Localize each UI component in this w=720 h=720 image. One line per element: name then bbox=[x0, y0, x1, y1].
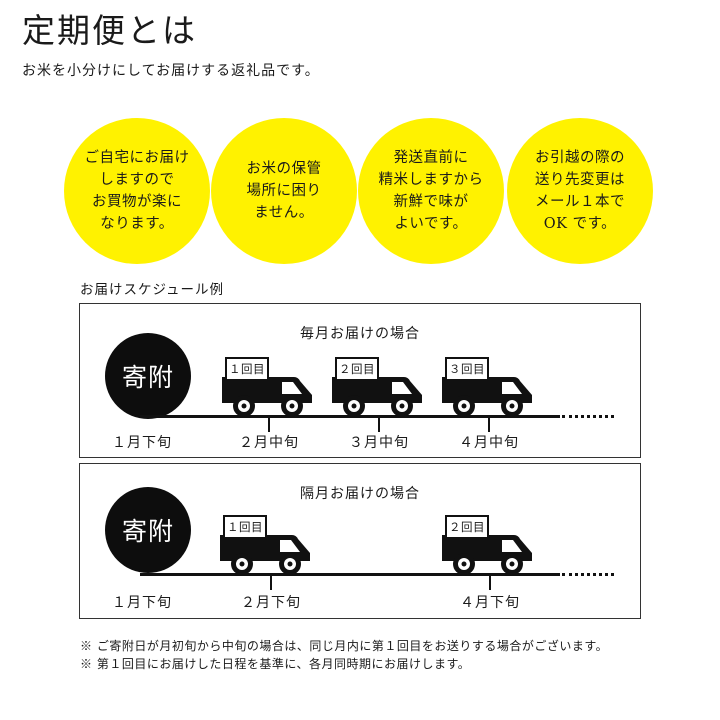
timeline-tick bbox=[489, 576, 491, 590]
benefit-circle-address-change: お引越の際の 送り先変更は メール１本で OK です。 bbox=[507, 118, 653, 264]
schedule-box-title: 毎月お届けの場合 bbox=[300, 326, 420, 342]
page-subtitle: お米を小分けにしてお届けする返礼品です。 bbox=[22, 63, 320, 79]
schedule-box-bimonthly: 隔月お届けの場合 寄附 １回目 ２回目 １月下旬 ２月下旬 ４月下旬 bbox=[79, 463, 641, 619]
donation-badge: 寄附 bbox=[105, 333, 191, 419]
timeline-continuation bbox=[562, 415, 614, 418]
timeline-tick bbox=[268, 418, 270, 432]
schedule-box-title: 隔月お届けの場合 bbox=[300, 486, 420, 502]
benefit-circle-storage: お米の保管 場所に困り ません。 bbox=[211, 118, 357, 264]
delivery-truck-icon: １回目 bbox=[222, 357, 318, 419]
delivery-truck-icon: ３回目 bbox=[442, 357, 538, 419]
donation-badge: 寄附 bbox=[105, 487, 191, 573]
truck-count-label: ２回目 bbox=[445, 515, 489, 537]
delivery-truck-icon: ２回目 bbox=[442, 515, 538, 577]
timeline-label: ２月下旬 bbox=[241, 595, 301, 611]
truck-count-label: ２回目 bbox=[335, 357, 379, 379]
timeline-label-start: １月下旬 bbox=[112, 435, 172, 451]
benefit-circle-convenience: ご自宅にお届け しますので お買物が楽に なります。 bbox=[64, 118, 210, 264]
timeline-line bbox=[140, 573, 560, 576]
timeline-label-start: １月下旬 bbox=[112, 595, 172, 611]
timeline-tick bbox=[378, 418, 380, 432]
footnote: ※ ご寄附日が月初旬から中旬の場合は、同じ月内に第１回目をお送りする場合がござい… bbox=[80, 639, 609, 653]
timeline-line bbox=[140, 415, 560, 418]
delivery-truck-icon: １回目 bbox=[220, 515, 316, 577]
schedule-box-monthly: 毎月お届けの場合 寄附 １回目 ２回目 ３回目 bbox=[79, 303, 641, 458]
schedule-label: お届けスケジュール例 bbox=[80, 282, 225, 298]
truck-count-label: １回目 bbox=[225, 357, 269, 379]
delivery-truck-icon: ２回目 bbox=[332, 357, 428, 419]
timeline-label: ２月中旬 bbox=[239, 435, 299, 451]
truck-count-label: ３回目 bbox=[445, 357, 489, 379]
truck-count-label: １回目 bbox=[223, 515, 267, 537]
page-title: 定期便とは bbox=[22, 11, 197, 50]
footnote: ※ 第１回目にお届けした日程を基準に、各月同時期にお届けします。 bbox=[80, 657, 471, 671]
timeline-label: ４月中旬 bbox=[459, 435, 519, 451]
timeline-label: ４月下旬 bbox=[460, 595, 520, 611]
timeline-continuation bbox=[562, 573, 614, 576]
timeline-tick bbox=[270, 576, 272, 590]
timeline-label: ３月中旬 bbox=[349, 435, 409, 451]
benefit-circle-freshness: 発送直前に 精米しますから 新鮮で味が よいです。 bbox=[358, 118, 504, 264]
timeline-tick bbox=[488, 418, 490, 432]
